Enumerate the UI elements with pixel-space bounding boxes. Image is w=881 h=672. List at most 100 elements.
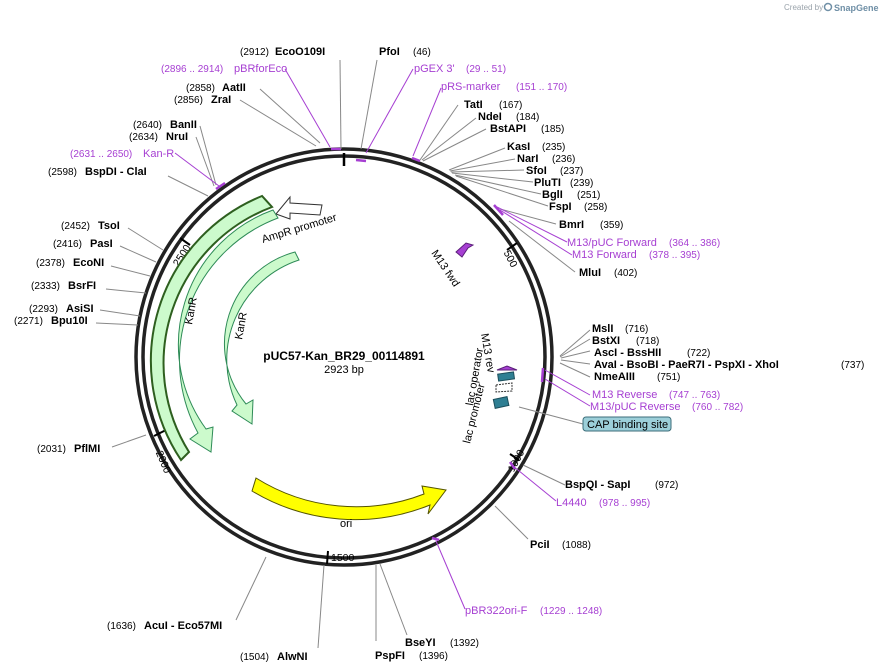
primer-name: M13/pUC Reverse xyxy=(590,401,680,413)
site-name: PfoI xyxy=(379,46,400,58)
site-pos: (237) xyxy=(560,166,583,177)
m13-rev-arrow xyxy=(496,365,518,371)
site-pos: (2416) xyxy=(53,239,82,250)
primer-pos: (151 .. 170) xyxy=(516,82,567,93)
site-pos: (2271) xyxy=(14,316,43,327)
site-pos: (1636) xyxy=(107,621,136,632)
primer-name: M13 Reverse xyxy=(592,389,657,401)
site-pos: (167) xyxy=(499,100,522,111)
primer-marks xyxy=(215,147,545,542)
primer-pos: (760 .. 782) xyxy=(692,402,743,413)
primer-name: pBRforEco xyxy=(234,63,287,75)
site-name: KasI xyxy=(507,141,530,153)
site-name: AlwNI xyxy=(277,651,308,663)
site-name: NarI xyxy=(517,153,538,165)
site-pos: (718) xyxy=(636,336,659,347)
kanr-arc-arrow xyxy=(177,209,279,453)
primer-name: pBR322ori-F xyxy=(465,605,528,617)
primer-pos: (29 .. 51) xyxy=(466,64,506,75)
primer-name: M13 Forward xyxy=(572,249,637,261)
lac-operator-box xyxy=(497,371,516,382)
site-name: MluI xyxy=(579,267,601,279)
site-name: TatI xyxy=(464,99,483,111)
site-name: SfoI xyxy=(526,165,547,177)
primer-pos: (1229 .. 1248) xyxy=(540,606,602,617)
site-name: BseYI xyxy=(405,637,436,649)
site-pos: (1504) xyxy=(240,652,269,663)
primer-pos: (378 .. 395) xyxy=(649,250,700,261)
primer-name: M13/pUC Forward xyxy=(567,237,657,249)
site-name: AcuI - Eco57MI xyxy=(144,620,222,632)
feature-label: KanR xyxy=(183,296,200,325)
plasmid-name: pUC57-Kan_BR29_00114891 xyxy=(263,349,425,363)
kanr-outer-arc xyxy=(149,194,274,462)
tick-2500 xyxy=(179,237,191,246)
tick-1500 xyxy=(326,550,329,565)
site-name: AscI - BssHII xyxy=(594,347,661,359)
feature-label: ori xyxy=(340,518,352,530)
feature-label: M13 fwd xyxy=(429,248,462,289)
tick-500 xyxy=(506,242,518,251)
leader-lines xyxy=(95,59,591,649)
site-name: NruI xyxy=(166,131,188,143)
ori-arrow xyxy=(251,477,447,521)
site-name: FspI xyxy=(549,201,572,213)
site-name: PciI xyxy=(530,539,550,551)
primer-labels: (2896 .. 2914) pBRforEco pGEX 3' (29 .. … xyxy=(70,63,743,617)
site-name: BspQI - SapI xyxy=(565,479,630,491)
site-name: AvaI - BsoBI - PaeR7I - PspXI - XhoI xyxy=(594,359,779,371)
feature-label: CAP binding site xyxy=(587,419,668,431)
primer-pos: (364 .. 386) xyxy=(669,238,720,249)
m13-fwd-arrow xyxy=(455,242,475,258)
site-name: BstXI xyxy=(592,335,620,347)
feature-label: lac promoter xyxy=(461,382,488,445)
site-pos: (402) xyxy=(614,268,637,279)
site-pos: (2598) xyxy=(48,167,77,178)
site-name: PspFI xyxy=(375,650,405,662)
site-pos: (185) xyxy=(541,124,564,135)
feature-label: KanR xyxy=(233,311,250,340)
plasmid-backbone xyxy=(134,147,554,567)
site-pos: (236) xyxy=(552,154,575,165)
site-name: BglI xyxy=(542,189,563,201)
site-pos: (359) xyxy=(600,220,623,231)
primer-pos: (2896 .. 2914) xyxy=(161,64,223,75)
site-name: BspDI - ClaI xyxy=(85,166,147,178)
site-name: BstAPI xyxy=(490,123,526,135)
primer-pos: (747 .. 763) xyxy=(669,390,720,401)
site-pos: (2640) xyxy=(133,120,162,131)
site-labels-right: PfoI (46) TatI (167) NdeI (184) BstAPI (… xyxy=(375,46,864,662)
site-pos: (2031) xyxy=(37,444,66,455)
site-pos: (716) xyxy=(625,324,648,335)
site-name: AsiSI xyxy=(66,303,94,315)
snapgene-logo-icon xyxy=(823,2,833,12)
site-name: PasI xyxy=(90,238,113,250)
primer-leaders xyxy=(174,68,591,610)
primer-name: Kan-R xyxy=(143,148,174,160)
site-pos: (2858) xyxy=(186,83,215,94)
primer-name: L4440 xyxy=(556,497,587,509)
site-name: EcoNI xyxy=(73,257,104,269)
primer-name: pRS-marker xyxy=(441,81,501,93)
lac-promoter-arrow xyxy=(495,382,513,393)
site-pos: (972) xyxy=(655,480,678,491)
site-pos: (235) xyxy=(542,142,565,153)
kanr-inner-arrow xyxy=(224,251,300,425)
cap-site-box xyxy=(492,396,510,409)
credit-text: Created by xyxy=(784,3,823,12)
primer-pos: (2631 .. 2650) xyxy=(70,149,132,160)
site-name: ZraI xyxy=(211,94,231,106)
site-pos: (722) xyxy=(687,348,710,359)
site-name: TsoI xyxy=(98,220,120,232)
primer-pos: (978 .. 995) xyxy=(599,498,650,509)
site-pos: (46) xyxy=(413,47,431,58)
site-labels-left: (2912) EcoO109I (2858) AatII (2856) ZraI… xyxy=(14,46,325,663)
site-pos: (751) xyxy=(657,372,680,383)
site-pos: (2378) xyxy=(36,258,65,269)
primer-name: pGEX 3' xyxy=(414,63,455,75)
site-name: Bpu10I xyxy=(51,315,88,327)
site-pos: (251) xyxy=(577,190,600,201)
site-pos: (2856) xyxy=(174,95,203,106)
site-pos: (239) xyxy=(570,178,593,189)
